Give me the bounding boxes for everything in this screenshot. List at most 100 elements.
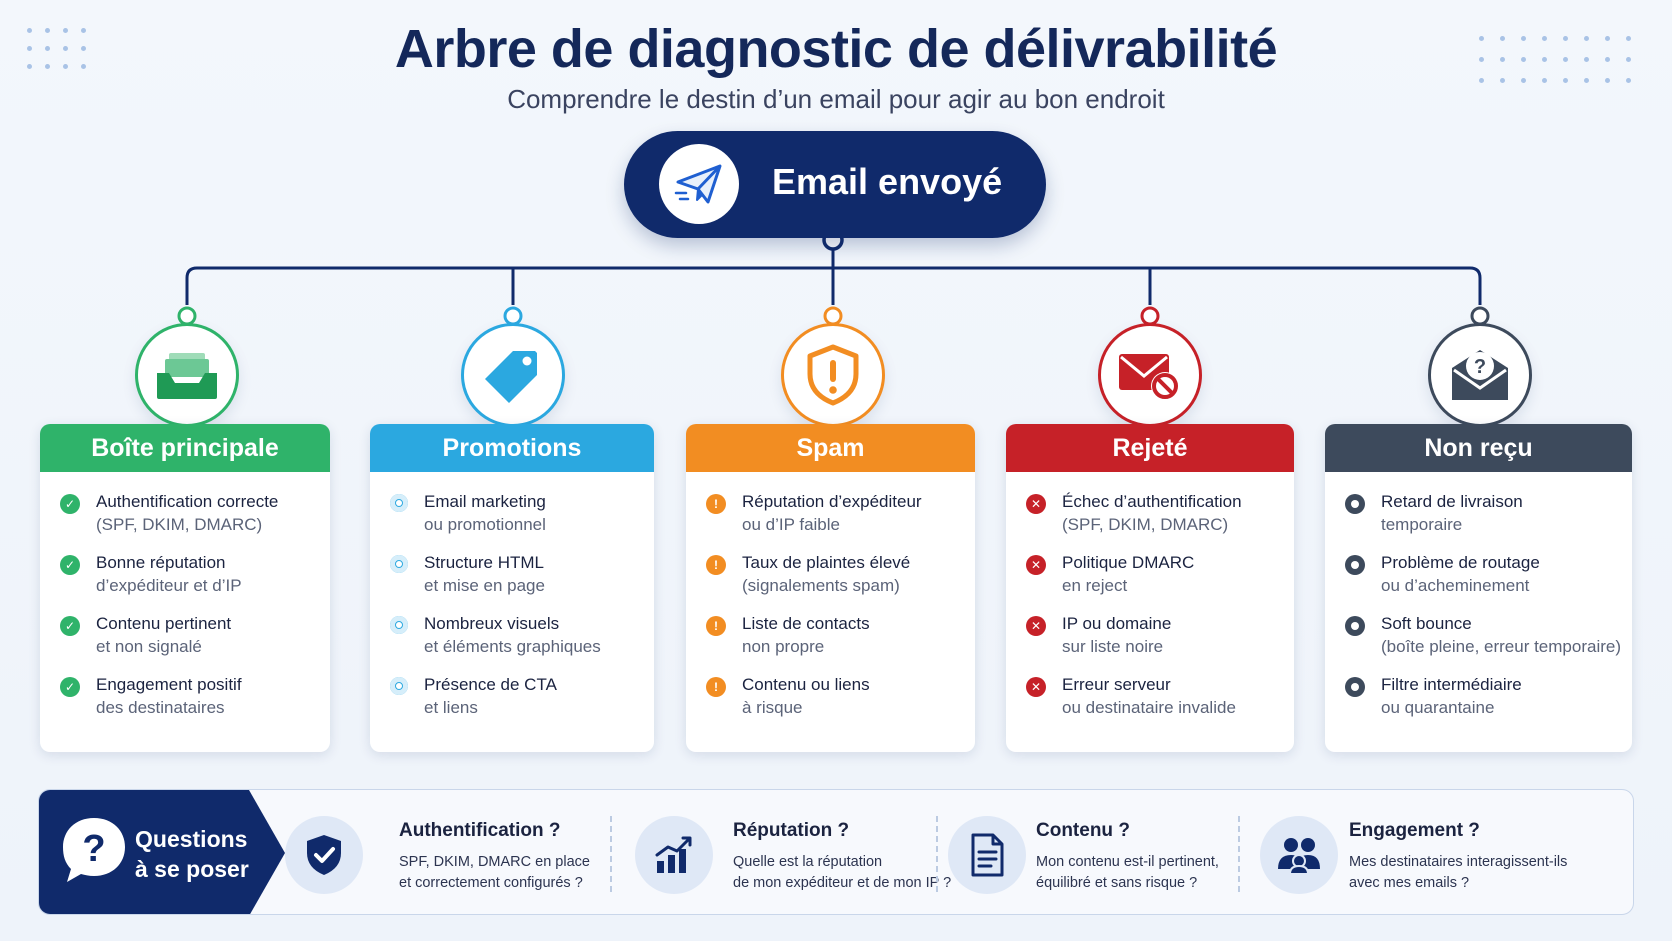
decorative-dot: [1542, 36, 1547, 41]
list-item: Présence de CTA et liens: [390, 673, 654, 734]
list-item-subtitle: non propre: [742, 637, 825, 656]
decorative-dot: [1605, 78, 1610, 83]
price-tag-icon: [461, 323, 565, 427]
decorative-dot: [1584, 36, 1589, 41]
decorative-dot: [1584, 57, 1589, 62]
category-card-rejected: Rejeté✕Échec d’authentification(SPF, DKI…: [1006, 424, 1294, 752]
list-item-text: Présence de CTA et liens: [424, 673, 557, 719]
list-item-title: Bonne réputation: [96, 553, 226, 572]
trend-chart-icon: [635, 816, 713, 894]
list-item-subtitle: (boîte pleine, erreur temporaire): [1381, 637, 1622, 656]
decorative-dot: [1500, 57, 1505, 62]
decorative-dot: [1626, 57, 1631, 62]
questions-banner: ? Questions à se poser: [39, 790, 285, 914]
list-item-text: Structure HTML et mise en page: [424, 551, 545, 597]
category-card-inbox: Boîte principale ✓ Authentification correc…: [40, 424, 330, 752]
list-item-title: Nombreux visuels: [424, 614, 560, 633]
decorative-dot: [45, 46, 50, 51]
list-item-text: Échec d’authentification(SPF, DKIM, DMAR…: [1062, 490, 1242, 536]
divider: [936, 816, 938, 892]
category-title: Non reçu: [1325, 424, 1632, 472]
root-node-email-sent: Email envoyé: [624, 131, 1046, 238]
question-text-reputation: Quelle est la réputation de mon expédite…: [733, 852, 951, 894]
list-item-text: Taux de plaintes élevé(signalements spam…: [742, 551, 910, 597]
category-items: ✕ Échec d’authentification(SPF, DKIM, DMA…: [1006, 472, 1294, 734]
exclamation-bullet-icon: !: [706, 677, 726, 697]
ring-bullet-icon: [1345, 616, 1365, 636]
list-item-title: Structure HTML: [424, 553, 544, 572]
list-item-title: IP ou domaine: [1062, 614, 1172, 633]
decorative-dots-left: [27, 28, 86, 69]
decorative-dot: [1521, 57, 1526, 62]
decorative-dot: [1521, 78, 1526, 83]
decorative-dot: [63, 46, 68, 51]
list-item-subtitle: et liens: [424, 698, 478, 717]
branch-connector-node: [177, 306, 197, 326]
question-text-authentication: SPF, DKIM, DMARC en place et correctemen…: [399, 852, 590, 894]
category-title: Promotions: [370, 424, 654, 472]
list-item: Soft bounce(boîte pleine, erreur tempora…: [1345, 612, 1632, 673]
decorative-dot: [45, 64, 50, 69]
list-item-subtitle: en reject: [1062, 576, 1128, 595]
list-item-title: Contenu ou liens: [742, 675, 870, 694]
branch-connector-node: [1140, 306, 1160, 326]
questions-label-line1: Questions: [135, 826, 248, 852]
decorative-dot: [27, 64, 32, 69]
list-item-subtitle: (signalements spam): [742, 576, 900, 595]
list-item-title: Problème de routage: [1381, 553, 1540, 572]
decorative-dot: [1626, 36, 1631, 41]
question-text-line: équilibré et sans risque ?: [1036, 875, 1198, 891]
check-bullet-icon: ✓: [60, 555, 80, 575]
list-item-title: Authentification correcte: [96, 492, 279, 511]
questions-bar: ? Questions à se poser Authentification …: [38, 789, 1634, 915]
page-title: Arbre de diagnostic de délivrabilité: [394, 19, 1278, 79]
decorative-dot: [1542, 78, 1547, 83]
decorative-dots-right: [1479, 36, 1631, 83]
list-item-subtitle: et non signalé: [96, 637, 202, 656]
cross-bullet-icon: ✕: [1026, 555, 1046, 575]
exclamation-bullet-icon: !: [706, 616, 726, 636]
question-items: Authentification ? SPF, DKIM, DMARC en p…: [39, 790, 1633, 914]
decorative-dot: [1479, 78, 1484, 83]
decorative-dot: [1605, 57, 1610, 62]
svg-text:?: ?: [82, 828, 105, 870]
category-title: Boîte principale: [40, 424, 330, 472]
branch-connector-node: [503, 306, 523, 326]
list-item-title: Présence de CTA: [424, 675, 557, 694]
list-item-title: Engagement positif: [96, 675, 242, 694]
decorative-dot: [1563, 36, 1568, 41]
paper-plane-icon: [659, 144, 739, 224]
list-item-subtitle: (SPF, DKIM, DMARC): [1062, 515, 1229, 534]
list-item-subtitle: et mise en page: [424, 576, 545, 595]
question-title-reputation: Réputation ?: [733, 820, 850, 841]
ring-bullet-icon: [1345, 555, 1365, 575]
decorative-dot: [1500, 78, 1505, 83]
question-text-engagement: Mes destinataires interagissent-ils avec…: [1349, 852, 1567, 894]
question-bubble-icon: ?: [59, 814, 129, 884]
question-envelope-icon: ?: [1428, 323, 1532, 427]
ring-bullet-icon: [1345, 494, 1365, 514]
list-item: !Taux de plaintes élevé(signalements spa…: [706, 551, 975, 612]
list-item-subtitle: ou destinataire invalide: [1062, 698, 1236, 717]
question-title-content: Contenu ?: [1036, 820, 1130, 841]
decorative-dot: [1500, 36, 1505, 41]
